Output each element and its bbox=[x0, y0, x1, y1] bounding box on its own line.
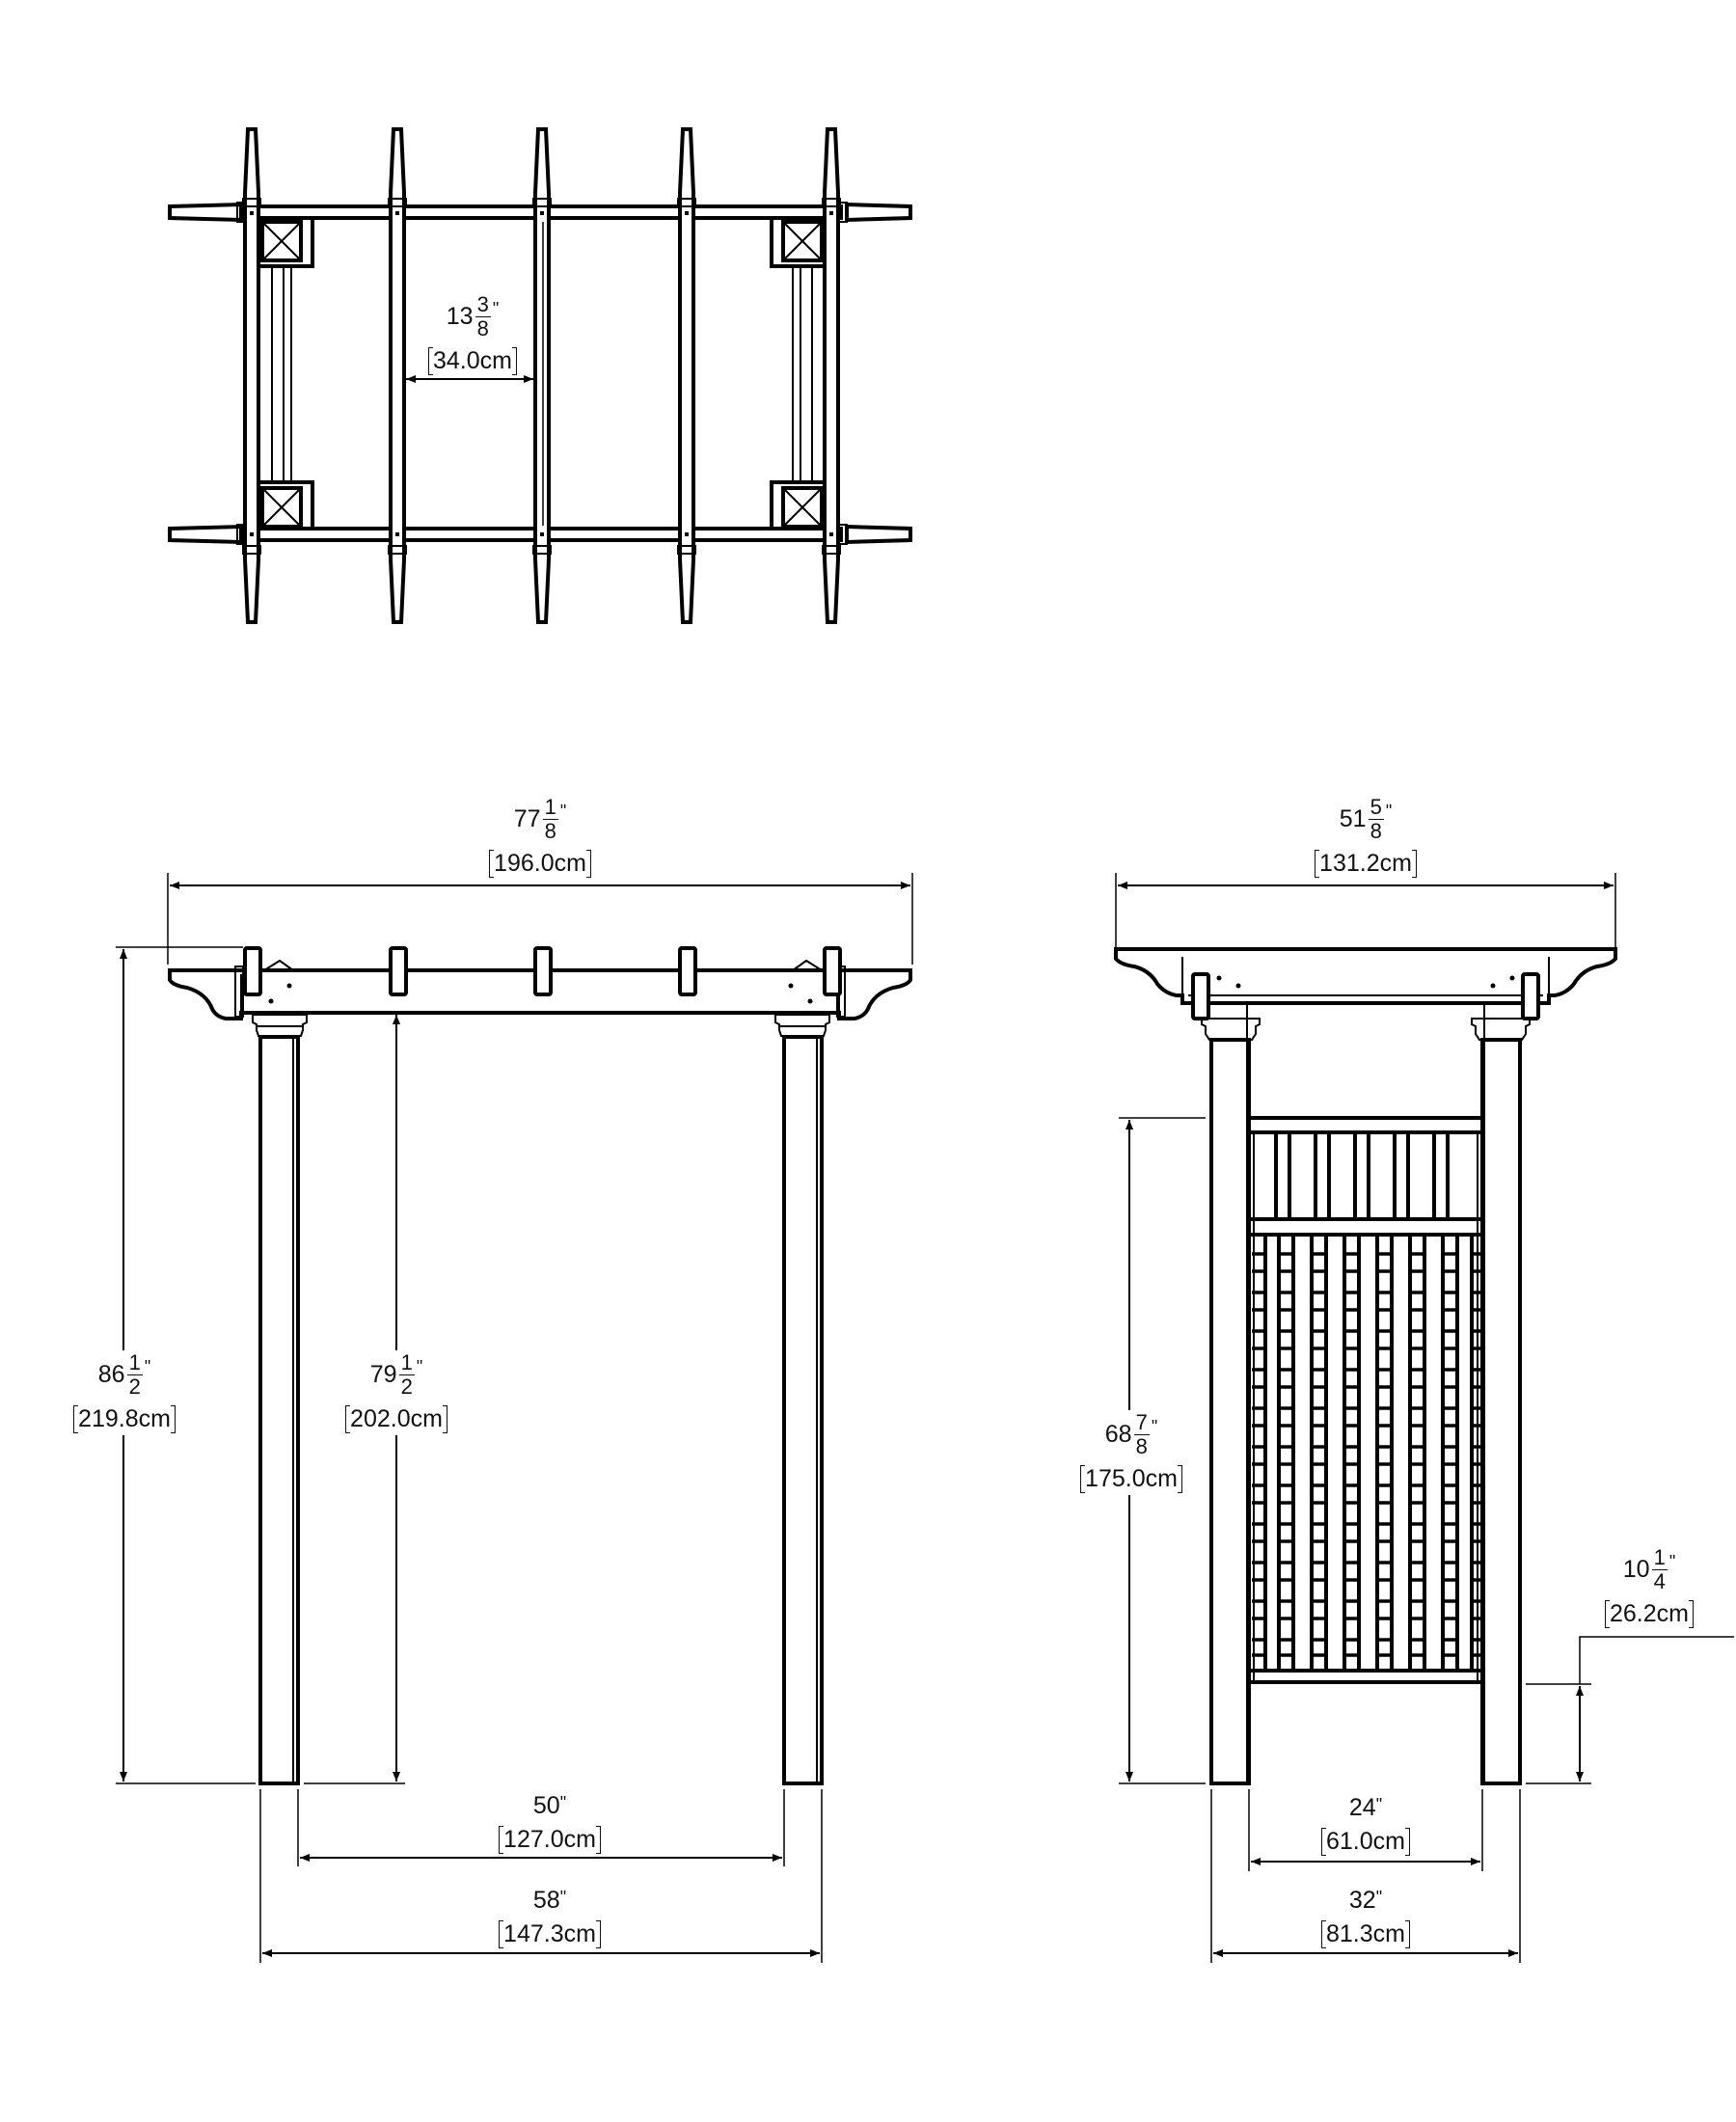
dim-denominator: 8 bbox=[1135, 1434, 1148, 1458]
front-elevation bbox=[116, 873, 913, 1963]
dim-metric: 127.0cm bbox=[498, 1826, 602, 1854]
dim-numerator: 1 bbox=[1651, 1545, 1668, 1570]
dim-denominator: 2 bbox=[400, 1374, 413, 1399]
rafter bbox=[677, 127, 696, 624]
rafter bbox=[388, 127, 407, 624]
dim-numerator: 7 bbox=[1133, 1410, 1150, 1435]
dim-whole: 77 bbox=[513, 805, 541, 832]
dim-unit: " bbox=[1375, 1888, 1383, 1907]
dim-numerator: 1 bbox=[398, 1350, 415, 1375]
dim-whole: 10 bbox=[1622, 1556, 1650, 1583]
lattice-grid bbox=[1252, 1235, 1480, 1671]
rafters bbox=[242, 127, 841, 624]
dim-unit: " bbox=[1151, 1417, 1158, 1436]
corner-post-icon bbox=[257, 216, 314, 268]
dim-metric: 175.0cm bbox=[1079, 1465, 1183, 1493]
side-rail-left bbox=[271, 264, 292, 488]
dim-whole: 51 bbox=[1339, 805, 1367, 832]
dim-unit: " bbox=[1375, 1795, 1383, 1814]
dimension-label-inner-depth-span: 24" 61.0cm bbox=[1298, 1796, 1433, 1856]
post-left bbox=[1201, 1003, 1261, 1785]
dim-denominator: 8 bbox=[1370, 819, 1382, 843]
post-left bbox=[252, 1014, 308, 1785]
dim-unit: " bbox=[1385, 802, 1393, 821]
dim-denominator: 2 bbox=[128, 1374, 141, 1399]
post-right bbox=[1471, 1003, 1531, 1785]
dim-metric: 26.2cm bbox=[1604, 1600, 1695, 1628]
dim-metric: 34.0cm bbox=[427, 347, 518, 375]
post-right bbox=[774, 1014, 830, 1785]
top-plan-view bbox=[168, 127, 912, 624]
corner-post-icon bbox=[770, 216, 827, 268]
dim-unit: " bbox=[559, 802, 567, 821]
dim-whole: 79 bbox=[369, 1361, 397, 1388]
side-rail-right bbox=[792, 264, 813, 488]
dim-denominator: 8 bbox=[544, 819, 556, 843]
dim-whole: 24 bbox=[1348, 1794, 1376, 1821]
dim-unit: " bbox=[559, 1888, 567, 1907]
dim-whole: 86 bbox=[97, 1361, 125, 1388]
dim-metric: 147.3cm bbox=[498, 1920, 602, 1948]
rafter bbox=[242, 127, 261, 624]
lattice-rungs bbox=[1252, 1252, 1480, 1657]
dim-denominator: 4 bbox=[1653, 1569, 1666, 1593]
rafter-ends bbox=[243, 946, 842, 1004]
dim-metric: 131.2cm bbox=[1314, 850, 1418, 878]
dim-whole: 50 bbox=[532, 1792, 560, 1819]
dim-metric: 196.0cm bbox=[488, 850, 592, 878]
dim-numerator: 5 bbox=[1368, 795, 1384, 820]
dim-metric: 202.0cm bbox=[344, 1405, 448, 1433]
dim-whole: 32 bbox=[1348, 1887, 1376, 1914]
dimension-label-inner-post-span: 50" 127.0cm bbox=[482, 1794, 617, 1854]
dim-unit: " bbox=[1668, 1552, 1676, 1571]
dim-whole: 58 bbox=[532, 1887, 560, 1914]
rafter bbox=[822, 127, 841, 624]
lattice-panel bbox=[1249, 1116, 1482, 1684]
dim-denominator: 8 bbox=[476, 316, 489, 340]
dim-metric: 219.8cm bbox=[72, 1405, 176, 1433]
dim-metric: 61.0cm bbox=[1320, 1828, 1411, 1856]
side-elevation bbox=[1114, 873, 1734, 1963]
dim-whole: 68 bbox=[1104, 1421, 1132, 1448]
corner-post-icon bbox=[257, 480, 314, 532]
dim-numerator: 1 bbox=[126, 1350, 143, 1375]
dimension-label-outer-post-span: 58" 147.3cm bbox=[482, 1889, 617, 1948]
dim-unit: " bbox=[416, 1357, 423, 1376]
dim-metric: 81.3cm bbox=[1320, 1920, 1411, 1948]
dim-whole: 13 bbox=[446, 303, 474, 330]
dim-numerator: 3 bbox=[475, 292, 491, 317]
rafter bbox=[532, 127, 552, 624]
dim-numerator: 1 bbox=[542, 795, 558, 820]
picket-section bbox=[1274, 1132, 1450, 1219]
corner-post-icon bbox=[770, 480, 827, 532]
dim-unit: " bbox=[144, 1357, 151, 1376]
dim-unit: " bbox=[559, 1793, 567, 1812]
dimension-label-outer-depth-span: 32" 81.3cm bbox=[1298, 1889, 1433, 1948]
dim-unit: " bbox=[492, 299, 500, 318]
